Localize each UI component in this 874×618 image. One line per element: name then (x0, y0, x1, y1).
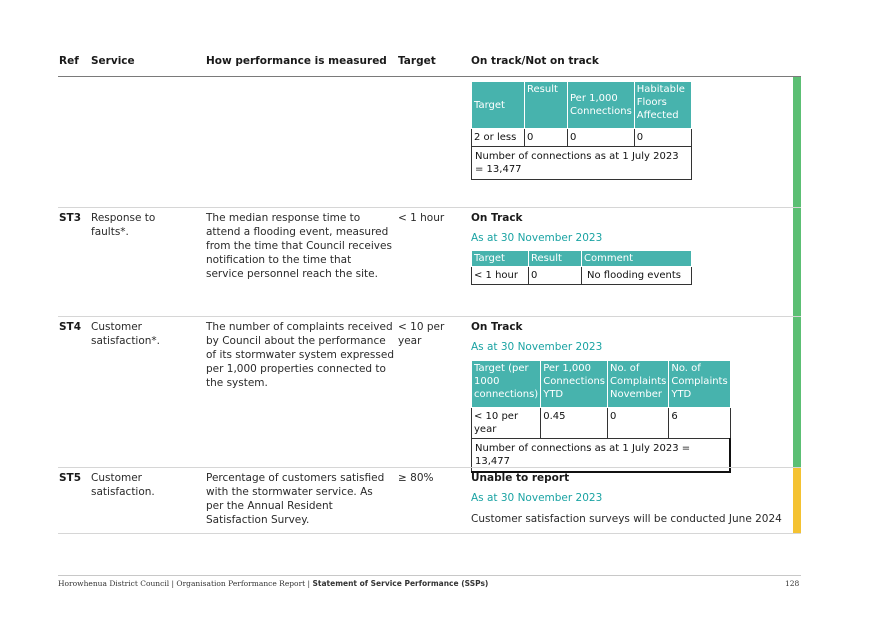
row-as-at: As at 30 November 2023 (471, 492, 603, 504)
row-service: Customer satisfaction. (91, 472, 155, 498)
row-divider (58, 467, 801, 468)
row-how-measured: The number of complaints received by Cou… (206, 321, 394, 389)
table-header: Target (per 1000 connections) (470, 360, 542, 408)
table-note: Number of connections as at 1 July 2023 … (471, 146, 692, 180)
header-status: On track/Not on track (471, 55, 599, 67)
header-target: Target (398, 55, 436, 67)
row-status: On Track (471, 321, 523, 333)
table-cell: < 1 hour (471, 266, 529, 285)
table-cell: < 10 per year (470, 407, 542, 439)
table-cell: 0 (567, 128, 635, 147)
row-divider (58, 316, 801, 317)
row-target: < 10 per year (398, 321, 445, 347)
row-service: Customer satisfaction*. (91, 321, 161, 347)
table-header: Comment (581, 250, 692, 267)
row-as-at: As at 30 November 2023 (471, 232, 603, 244)
table-header: Habitable Floors Affected (633, 81, 693, 129)
table-cell: 2 or less (471, 128, 525, 147)
table-cell: 6 (668, 407, 731, 439)
table-header: Target (471, 250, 529, 267)
row-divider (58, 207, 801, 208)
footer-report-title: Statement of Service Performance (SSPs) (312, 579, 489, 588)
header-how-measured: How performance is measured (206, 55, 387, 67)
row-ref: ST4 (59, 321, 82, 333)
status-bar-on-track (793, 77, 801, 467)
table-cell: No flooding events (581, 266, 692, 285)
row-comment: Customer satisfaction surveys will be co… (471, 513, 782, 525)
st3-results-table: Target Result Comment < 1 hour 0 No floo… (471, 250, 692, 285)
table-header: Per 1,000 Connections YTD (540, 360, 608, 408)
header-divider (58, 76, 801, 77)
row-service: Response to faults*. (91, 212, 156, 238)
row-divider (58, 533, 801, 534)
row-target: < 1 hour (398, 212, 445, 224)
table-header: Result (524, 81, 568, 129)
table-header: No. of Complaints November (606, 360, 670, 408)
table-cell: 0 (606, 407, 670, 439)
table-header: No. of Complaints YTD (668, 360, 731, 408)
table-cell: 0.45 (540, 407, 608, 439)
table-header: Result (528, 250, 582, 267)
header-service: Service (91, 55, 135, 67)
table-header: Target (471, 81, 525, 129)
row-status: Unable to report (471, 472, 570, 484)
page-number: 128 (785, 579, 800, 588)
table-header: Per 1,000 Connections (567, 81, 635, 129)
table-cell: 0 (528, 266, 582, 285)
footer-org: Horowhenua District Council | Organisati… (58, 579, 313, 588)
row-how-measured: Percentage of customers satisfied with t… (206, 472, 385, 526)
row-status: On Track (471, 212, 523, 224)
row-target: ≥ 80% (398, 472, 434, 484)
continued-results-table: Target Result Per 1,000 Connections Habi… (471, 81, 693, 180)
footer-text: Horowhenua District Council | Organisati… (58, 579, 488, 588)
row-ref: ST3 (59, 212, 82, 224)
header-ref: Ref (59, 55, 79, 67)
table-cell: 0 (633, 128, 693, 147)
row-ref: ST5 (59, 472, 82, 484)
status-bar-unable (793, 467, 801, 533)
row-how-measured: The median response time to attend a flo… (206, 212, 392, 280)
row-as-at: As at 30 November 2023 (471, 341, 603, 353)
footer-divider (58, 575, 801, 576)
table-cell: 0 (524, 128, 568, 147)
st4-results-table: Target (per 1000 connections) Per 1,000 … (470, 360, 732, 473)
